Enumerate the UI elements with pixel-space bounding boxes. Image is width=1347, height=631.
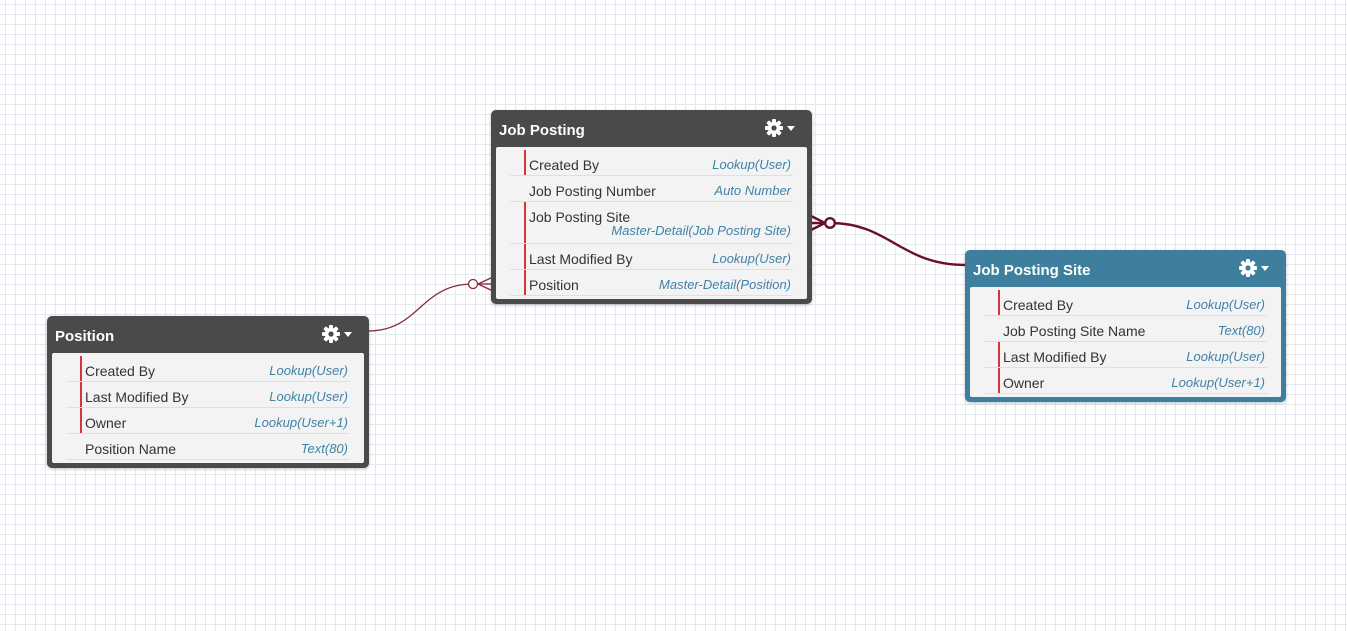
field-row-created-by[interactable]: Created By Lookup(User): [66, 356, 350, 382]
field-name: Position: [529, 277, 579, 293]
relationship-line-job-posting-site[interactable]: [829, 221, 967, 267]
field-type: Lookup(User): [712, 251, 791, 266]
field-type: Lookup(User+1): [1171, 375, 1265, 390]
field-row-position[interactable]: Position Master-Detail(Position): [510, 270, 793, 296]
gear-icon: [1239, 259, 1257, 277]
field-row-job-posting-site-name[interactable]: Job Posting Site Name Text(80): [984, 316, 1267, 342]
field-name: Last Modified By: [85, 389, 189, 405]
field-row-job-posting-number[interactable]: Job Posting Number Auto Number: [510, 176, 793, 202]
field-row-last-modified-by[interactable]: Last Modified By Lookup(User): [66, 382, 350, 408]
field-row-last-modified-by[interactable]: Last Modified By Lookup(User): [984, 342, 1267, 368]
field-type: Lookup(User): [1186, 349, 1265, 364]
crows-foot-icon: [467, 276, 494, 292]
card-title: Job Posting Site: [973, 262, 1091, 279]
field-type: Text(80): [300, 441, 348, 456]
gear-icon: [765, 119, 783, 137]
field-row-created-by[interactable]: Created By Lookup(User): [510, 150, 793, 176]
field-name: Last Modified By: [1003, 349, 1107, 365]
field-type: Lookup(User): [269, 389, 348, 404]
job-posting-site-card[interactable]: Job Posting Site Created By: [965, 250, 1286, 402]
card-header[interactable]: Job Posting Site: [970, 250, 1281, 287]
job-posting-card[interactable]: Job Posting Created By Looku: [491, 110, 812, 304]
gear-icon: [322, 325, 340, 343]
card-header[interactable]: Job Posting: [496, 110, 807, 147]
field-row-position-name[interactable]: Position Name Text(80): [66, 434, 350, 460]
card-header[interactable]: Position: [52, 316, 364, 353]
field-name: Created By: [529, 157, 600, 173]
chevron-down-icon: [787, 126, 795, 131]
field-type: Master-Detail(Job Posting Site): [611, 223, 791, 238]
field-list: Created By Lookup(User) Job Posting Site…: [970, 287, 1281, 397]
position-card[interactable]: Position Created By Lookup(U: [47, 316, 369, 468]
crows-foot-icon: [810, 214, 837, 232]
field-type: Lookup(User): [712, 157, 791, 172]
object-menu-button[interactable]: [764, 118, 795, 138]
field-type: Text(80): [1217, 323, 1265, 338]
field-name: Job Posting Site Name: [1003, 323, 1146, 339]
field-list: Created By Lookup(User) Job Posting Numb…: [496, 147, 807, 299]
relationship-line-position[interactable]: [367, 283, 474, 332]
field-type: Lookup(User): [1186, 297, 1265, 312]
card-title: Job Posting: [499, 122, 585, 139]
field-type: Lookup(User): [269, 363, 348, 378]
field-name: Owner: [1003, 375, 1045, 391]
object-menu-button[interactable]: [1238, 258, 1269, 278]
chevron-down-icon: [344, 332, 352, 337]
object-menu-button[interactable]: [321, 324, 352, 344]
card-title: Position: [55, 328, 115, 345]
field-row-last-modified-by[interactable]: Last Modified By Lookup(User): [510, 244, 793, 270]
field-name: Job Posting Site: [529, 209, 631, 225]
field-name: Created By: [1003, 297, 1074, 313]
field-type: Lookup(User+1): [254, 415, 348, 430]
field-list: Created By Lookup(User) Last Modified By…: [52, 353, 364, 463]
field-name: Created By: [85, 363, 156, 379]
field-row-owner[interactable]: Owner Lookup(User+1): [66, 408, 350, 434]
field-type: Auto Number: [714, 183, 791, 198]
chevron-down-icon: [1261, 266, 1269, 271]
field-name: Last Modified By: [529, 251, 633, 267]
field-name: Job Posting Number: [529, 183, 656, 199]
field-name: Owner: [85, 415, 127, 431]
field-row-created-by[interactable]: Created By Lookup(User): [984, 290, 1267, 316]
field-row-owner[interactable]: Owner Lookup(User+1): [984, 368, 1267, 394]
field-type: Master-Detail(Position): [659, 277, 791, 292]
field-name: Position Name: [85, 441, 177, 457]
field-row-job-posting-site[interactable]: Job Posting Site Master-Detail(Job Posti…: [510, 202, 793, 244]
